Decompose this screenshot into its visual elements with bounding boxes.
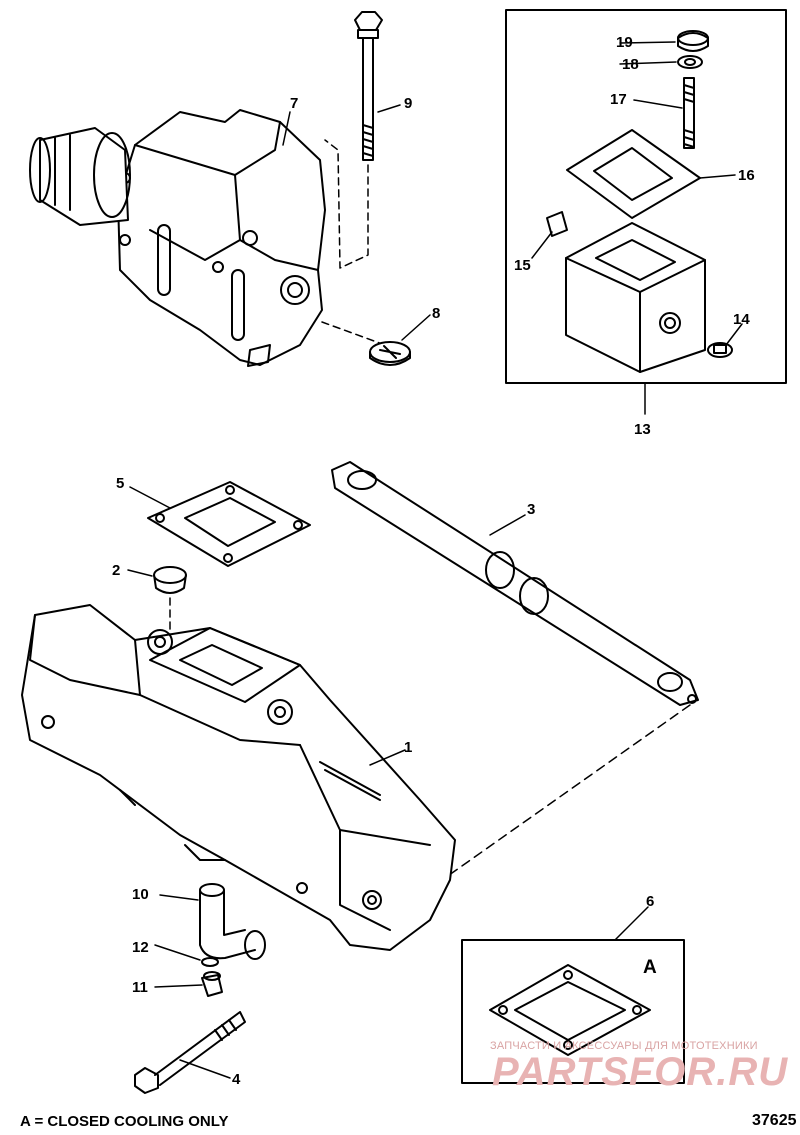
footnote: A = CLOSED COOLING ONLY xyxy=(20,1113,229,1130)
callout-12: 12 xyxy=(132,939,149,956)
callout-15: 15 xyxy=(514,257,531,274)
callout-9: 9 xyxy=(404,95,412,112)
exhaust-elbow-part-7 xyxy=(29,109,326,367)
callout-1: 1 xyxy=(404,739,412,756)
watermark-caption: ЗАПЧАСТИ И АКСЕССУАРЫ ДЛЯ МОТОТЕХНИКИ xyxy=(490,1040,758,1052)
plug-part-8 xyxy=(321,321,411,366)
watermark-logo: PARTSFOR.RU xyxy=(492,1050,789,1094)
callout-3: 3 xyxy=(527,501,535,518)
callout-5: 5 xyxy=(116,475,124,492)
bolt-part-4 xyxy=(134,1011,246,1094)
callout-6: 6 xyxy=(646,893,654,910)
callout-11: 11 xyxy=(132,979,148,996)
callout-19: 19 xyxy=(616,34,633,51)
exhaust-manifold-part-1 xyxy=(21,604,456,951)
callout-10: 10 xyxy=(132,886,149,903)
callout-2: 2 xyxy=(112,562,120,579)
figure-number: 37625 xyxy=(752,1112,797,1129)
elbow-fitting-part-10 xyxy=(199,883,266,960)
plug-part-2 xyxy=(153,566,187,641)
callout-17: 17 xyxy=(610,91,627,108)
o-ring-part-12 xyxy=(201,957,219,967)
callout-18: 18 xyxy=(622,56,639,73)
gasket-part-5 xyxy=(147,481,311,567)
callout-8: 8 xyxy=(432,305,440,322)
callout-7: 7 xyxy=(290,95,298,112)
callout-14: 14 xyxy=(733,311,750,328)
callout-4: 4 xyxy=(232,1071,241,1088)
callout-13: 13 xyxy=(634,421,651,438)
callout-16: 16 xyxy=(738,167,755,184)
inset-box-part-6 xyxy=(461,939,685,1084)
fitting-part-11 xyxy=(201,971,223,997)
inset-label-a: A xyxy=(643,957,657,978)
bolt-part-9 xyxy=(324,11,383,269)
